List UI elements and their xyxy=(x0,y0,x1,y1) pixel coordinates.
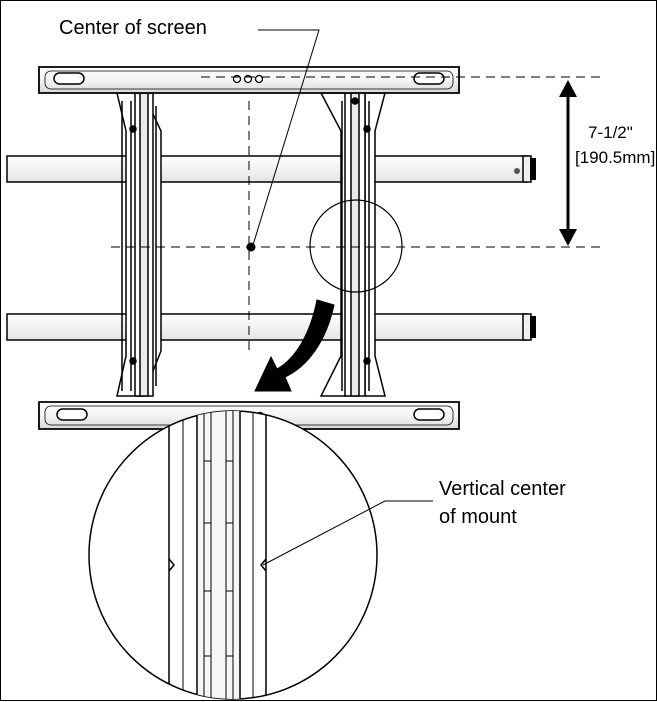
top-mount-bar xyxy=(38,66,460,94)
zoom-detail xyxy=(88,410,378,700)
dimension-arrow xyxy=(559,80,577,246)
reference-lines xyxy=(111,76,605,351)
vertical-center-leader-line xyxy=(262,500,433,566)
left-arm-assembly xyxy=(116,92,162,397)
lower-rail xyxy=(6,313,536,341)
right-arm-assembly xyxy=(319,92,386,397)
vertical-center-label-line1: Vertical center xyxy=(439,478,566,500)
detail-indicator-circle xyxy=(309,199,403,293)
dimension-label-metric: [190.5mm] xyxy=(575,148,655,167)
upper-rail xyxy=(6,155,536,183)
dimension-label-imperial: 7-1/2" xyxy=(588,123,633,142)
screen-center-dot xyxy=(246,242,256,252)
direction-arrow xyxy=(254,299,335,392)
center-leader-line xyxy=(252,29,320,246)
center-of-screen-label: Center of screen xyxy=(59,17,207,39)
vertical-center-label-line2: of mount xyxy=(439,506,517,528)
